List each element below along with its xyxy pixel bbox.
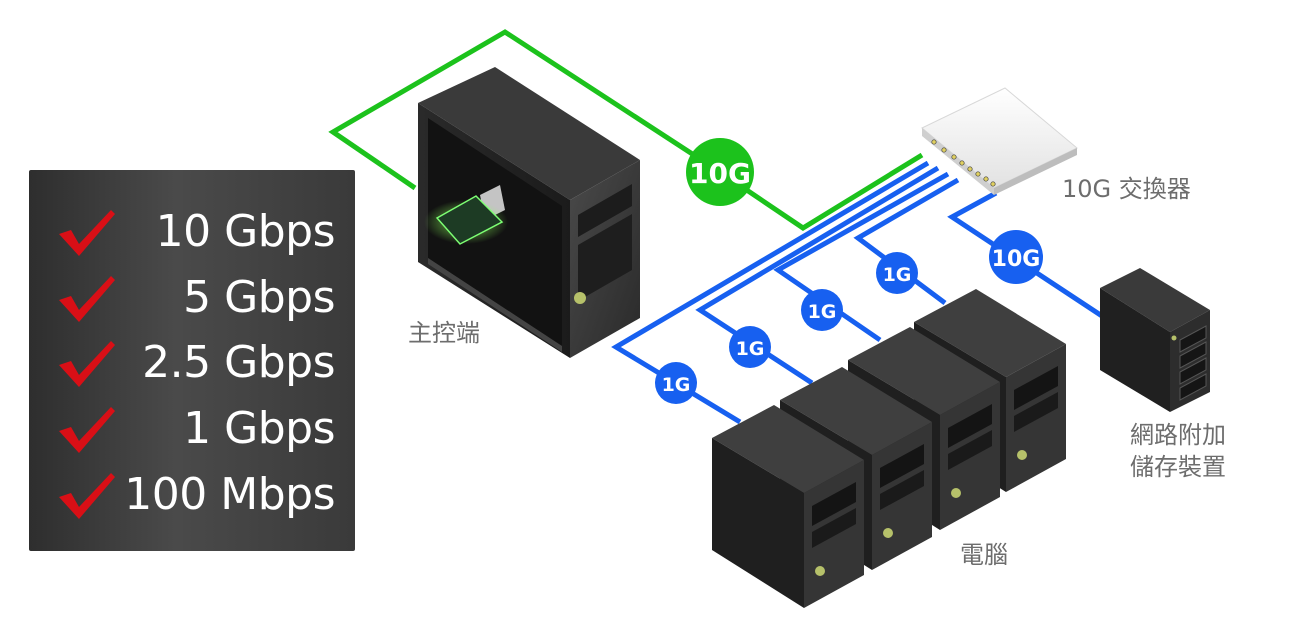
drive-bay [948, 430, 992, 470]
blue-links [611, 160, 1104, 425]
nas-link-badge: 10G [989, 230, 1043, 284]
check-icon [59, 407, 115, 453]
switch-device [921, 87, 1078, 195]
green-link [328, 29, 924, 231]
speed-list-panel: 10 Gbps 5 Gbps 2.5 Gbps 1 Gbps 100 Mbps [29, 170, 355, 551]
host-tower [418, 67, 640, 358]
drive-bay [1014, 392, 1058, 432]
computer-towers [712, 289, 1066, 608]
switch-label: 10G 交換器 [1062, 175, 1191, 203]
svg-text:10G: 10G [689, 157, 751, 190]
drive-bay [880, 444, 924, 488]
svg-text:1G: 1G [808, 301, 837, 323]
pc-link-badge: 1G [655, 362, 697, 404]
drive-bay [812, 482, 856, 526]
drive-bay [1014, 366, 1058, 410]
computers-label: 電腦 [960, 541, 1008, 569]
power-icon [1017, 450, 1027, 460]
host-link-badge: 10G [686, 138, 754, 206]
nas-device [1100, 268, 1210, 412]
tower-top [712, 405, 864, 493]
tower-top [848, 327, 1000, 415]
tower-side [712, 438, 804, 608]
speed-label: 100 Mbps [124, 469, 335, 520]
host-label: 主控端 [408, 319, 480, 347]
computer-tower [712, 405, 864, 608]
svg-text:1G: 1G [883, 264, 912, 286]
svg-text:1G: 1G [736, 338, 765, 360]
check-icon [59, 210, 115, 256]
nas-label-line1: 網路附加 [1130, 421, 1226, 449]
tower-top [780, 367, 932, 455]
check-icon [59, 276, 115, 322]
speed-label: 5 Gbps [183, 272, 335, 323]
speed-item: 1 Gbps [29, 399, 355, 459]
drive-bay [948, 404, 992, 448]
power-icon [951, 488, 961, 498]
speed-item: 100 Mbps [29, 465, 355, 525]
power-icon [815, 566, 825, 576]
check-icon [59, 473, 115, 519]
speed-item: 5 Gbps [29, 268, 355, 328]
pc-link-badge: 1G [801, 289, 843, 331]
nas-label-line2: 儲存裝置 [1130, 453, 1226, 481]
tower-top [914, 289, 1066, 377]
pc-link-badge: 1G [876, 252, 918, 294]
drive-bay [812, 508, 856, 548]
power-icon [883, 528, 893, 538]
svg-text:10G: 10G [992, 247, 1041, 272]
speed-item: 10 Gbps [29, 202, 355, 262]
check-icon [59, 341, 115, 387]
speed-item: 2.5 Gbps [29, 333, 355, 393]
speed-label: 1 Gbps [183, 403, 335, 454]
svg-text:1G: 1G [662, 374, 691, 396]
speed-label: 2.5 Gbps [142, 337, 335, 388]
pc-link-badge: 1G [729, 326, 771, 368]
speed-label: 10 Gbps [155, 206, 336, 257]
drive-bay [880, 470, 924, 510]
